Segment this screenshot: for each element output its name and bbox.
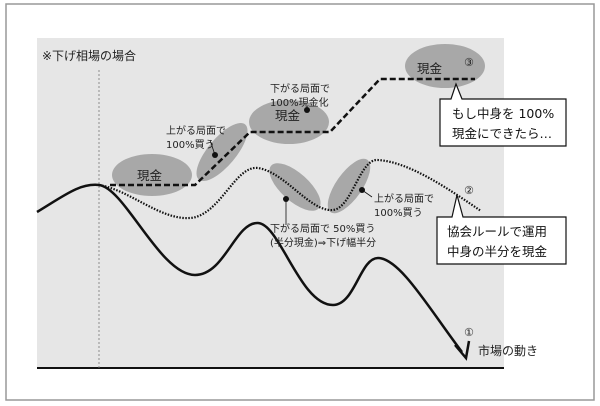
market-line [36, 183, 463, 353]
panel [37, 38, 504, 368]
label-up-buy-1a: 上がる局面で [166, 124, 226, 137]
label-up-buy-2b: 100%買う [374, 207, 423, 219]
callout-half-cash-line2: 中身の半分を現金 [447, 244, 548, 259]
series-2-marker: ② [464, 184, 474, 197]
label-down-half-a: 下がる局面で 50%買う [270, 222, 375, 235]
label-down-cash-a: 下がる局面で [270, 82, 330, 95]
label-up-buy-1b: 100%買う [166, 139, 215, 151]
diagram-title: ※下げ相場の場合 [42, 48, 136, 63]
callout-half-cash-line1: 協会ルールで運用 [447, 224, 547, 239]
callout-full-cash-line1: もし中身を 100% [452, 106, 554, 121]
callout-full-cash: もし中身を 100% 現金にできたら… [439, 82, 567, 147]
label-down-half-b: (半分現金)⇒下げ幅半分 [270, 236, 376, 249]
buy-ellipse-1 [196, 122, 248, 182]
callout-full-cash-line2: 現金にできたら… [452, 126, 552, 141]
callout-half-cash: 協会ルールで運用 中身の半分を現金 [436, 194, 567, 265]
full-cash-line [110, 77, 475, 187]
cash-label-1: 現金 [137, 168, 163, 183]
buy-ellipse-2 [327, 158, 371, 214]
half-cash-line [98, 158, 482, 220]
cash-ellipse-3 [405, 44, 485, 88]
series-3-marker: ③ [464, 56, 474, 69]
arrowhead-icon [454, 340, 471, 361]
market-label: 市場の動き [478, 343, 538, 358]
cash-label-3: 現金 [417, 61, 443, 76]
label-up-buy-2a: 上がる局面で [374, 192, 434, 205]
cash-label-2: 現金 [275, 108, 301, 123]
dot-down-cash [304, 107, 310, 113]
series-1-marker: ① [464, 326, 474, 339]
label-down-cash-b: 100%現金化 [270, 96, 329, 109]
